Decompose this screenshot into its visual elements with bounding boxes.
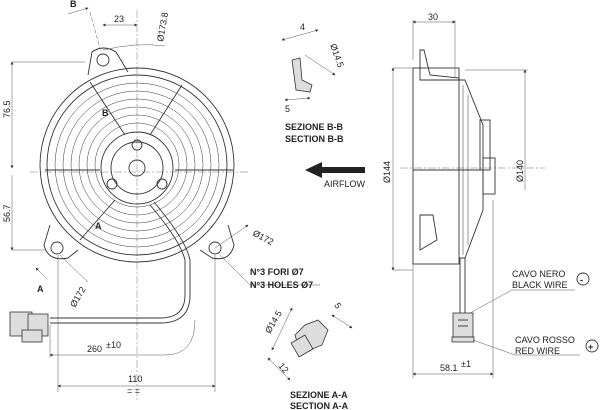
black-wire-symbol: - — [580, 275, 583, 285]
holes-label-en: N°3 HOLES Ø7 — [250, 280, 313, 290]
black-wire-label-en: BLACK WIRE — [512, 280, 568, 290]
red-wire-symbol: + — [588, 342, 593, 352]
depth-tolerance: ±1 — [461, 359, 471, 369]
section-b-marker-inner: B — [102, 108, 109, 118]
motor-hub — [100, 131, 174, 205]
section-aa: Ø14.5 5 12 SEZIONE A-A SECTION A-A — [263, 301, 353, 410]
section-aa-dim-12: 12 — [276, 361, 290, 375]
mounting-ear-right — [199, 224, 235, 260]
connector-side — [451, 312, 475, 343]
airflow-indicator: AIRFLOW — [305, 162, 366, 189]
minus-icon — [576, 272, 590, 286]
side-view: Ø144 30 Ø140 CAVO NERO BLACK WIRE - CAVO… — [382, 12, 599, 378]
mounting-ear-top — [87, 47, 129, 76]
cable-length: 260 — [87, 344, 102, 354]
dim-110: 110 — [128, 374, 142, 384]
cable-tolerance: ±10 — [106, 340, 121, 350]
depth-dim: 58.1 — [440, 363, 458, 373]
plus-icon — [585, 339, 599, 353]
symmetric-mark: = = — [127, 386, 140, 396]
red-wire-label-en: RED WIRE — [515, 346, 560, 356]
dim-outer-diameter: Ø173.8 — [155, 12, 170, 43]
section-aa-title-it: SEZIONE A-A — [290, 390, 348, 400]
section-a-marker: A — [37, 284, 44, 294]
red-wire-label-it: CAVO ROSSO — [515, 335, 575, 345]
section-bb: 4 Ø14.5 5 SEZIONE B-B SECTION B-B — [281, 22, 346, 144]
fan-cable — [50, 204, 186, 319]
section-aa-title-en: SECTION A-A — [290, 401, 349, 410]
section-aa-dim-5: 5 — [332, 301, 343, 310]
black-wire-label-it: CAVO NERO — [512, 269, 565, 279]
section-b-marker: B — [70, 0, 77, 9]
section-bb-title-it: SEZIONE B-B — [285, 122, 344, 132]
dim-144: Ø144 — [382, 161, 392, 183]
section-bb-dim-diameter: Ø14.5 — [328, 42, 346, 68]
dim-mount-diameter-left: Ø172 — [68, 285, 88, 309]
section-bb-dim-5: 5 — [285, 104, 290, 114]
dim-76-5: 76.5 — [2, 100, 12, 118]
dim-23: 23 — [114, 14, 124, 24]
dim-30: 30 — [428, 12, 438, 22]
airflow-arrow-icon — [305, 162, 365, 178]
holes-label-it: N°3 FORI Ø7 — [250, 267, 304, 277]
mounting-ear-left — [43, 224, 79, 260]
fan-housing — [39, 67, 235, 263]
section-bb-dim-4: 4 — [300, 22, 305, 32]
dim-56-7: 56.7 — [2, 204, 12, 222]
front-view: B B 23 Ø173.8 76.5 56.7 Ø172 N°3 FORI Ø7… — [2, 0, 320, 400]
section-bb-title-en: SECTION B-B — [285, 134, 344, 144]
dim-mount-diameter-right: Ø172 — [251, 228, 275, 247]
dim-140: Ø140 — [515, 160, 525, 182]
section-a-marker-inner: A — [95, 221, 102, 231]
connector-front — [9, 311, 49, 343]
airflow-label: AIRFLOW — [324, 179, 366, 189]
